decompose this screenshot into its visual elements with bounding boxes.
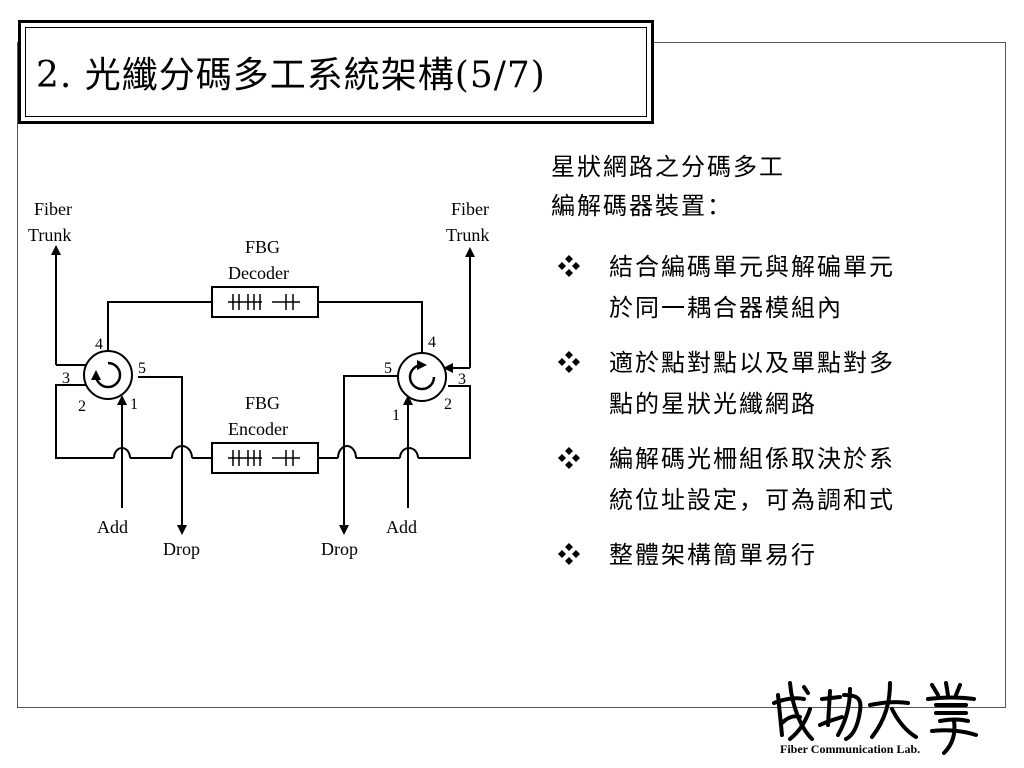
bullet-item: 整體架構簡單易行 <box>556 535 996 576</box>
right-port-2: 2 <box>444 396 452 413</box>
right-port-5: 5 <box>384 360 392 377</box>
bullet-item: 結合編碼單元與解碥單元 於同一耦合器模組內 <box>556 247 996 329</box>
hop-arc-drop-right <box>337 445 357 459</box>
decoder-loop-left <box>107 301 212 351</box>
left-port-5: 5 <box>138 360 146 377</box>
bullet-line: 適於點對點以及單點對多 <box>609 349 895 377</box>
encoder-label-1: FBG <box>245 393 280 413</box>
right-circulator-arrow <box>408 360 436 391</box>
intro-line-2: 編解碼器裝置： <box>551 192 733 220</box>
left-add-label: Add <box>97 517 128 537</box>
decoder-label-1: FBG <box>245 237 280 257</box>
right-trunk-label-2: Trunk <box>446 225 489 245</box>
intro-line-1: 星狀網路之分碼多工 <box>551 153 785 181</box>
bullet-list: 結合編碼單元與解碥單元 於同一耦合器模組內 適於點對點以及單點對多 點的星狀光纖… <box>556 247 996 590</box>
bullet-line: 結合編碼單元與解碥單元 <box>609 253 895 281</box>
left-port-1: 1 <box>130 396 138 413</box>
left-circulator-arrow <box>91 361 122 389</box>
bullet-line: 編解碼光柵組係取決於系 <box>609 445 895 473</box>
left-drop-label: Drop <box>163 539 200 559</box>
encoder-label-2: Encoder <box>228 419 288 439</box>
bullet-line: 於同一耦合器模組內 <box>609 294 843 322</box>
four-diamond-icon <box>558 255 580 277</box>
left-circulator <box>83 350 133 400</box>
right-drop-label: Drop <box>321 539 358 559</box>
logo-caption: Fiber Communication Lab. <box>780 742 921 756</box>
left-drop-line <box>138 376 187 535</box>
decoder-label-2: Decoder <box>228 263 289 283</box>
right-port-3: 3 <box>458 371 466 388</box>
left-port2-line <box>55 384 114 459</box>
right-port-1: 1 <box>392 407 400 424</box>
left-port-4: 4 <box>95 336 103 353</box>
fbg-encoder-box <box>211 442 319 474</box>
intro-text: 星狀網路之分碼多工 編解碼器裝置： <box>551 148 785 226</box>
decoder-loop-right <box>318 301 423 354</box>
title-inner-border: 2. 光纖分碼多工系統架構(5/7) <box>25 27 647 117</box>
left-trunk-label-2: Trunk <box>28 225 71 245</box>
right-port2-line <box>418 385 471 459</box>
four-diamond-icon <box>558 351 580 373</box>
right-port-4: 4 <box>428 334 436 351</box>
bullet-line: 統位址設定，可為調和式 <box>609 486 895 514</box>
bullet-item: 編解碼光柵組係取決於系 統位址設定，可為調和式 <box>556 439 996 521</box>
slide-title: 2. 光纖分碼多工系統架構(5/7) <box>36 55 546 96</box>
encoder-gratings <box>228 450 300 466</box>
left-port-2: 2 <box>78 398 86 415</box>
decoder-gratings <box>228 294 300 310</box>
right-drop-line <box>339 375 398 535</box>
bullet-line: 點的星狀光纖網路 <box>609 390 817 418</box>
right-trunk-label-1: Fiber <box>451 199 489 219</box>
left-port-3: 3 <box>62 370 70 387</box>
ncku-logo <box>772 681 978 755</box>
four-diamond-icon <box>558 447 580 469</box>
four-diamond-icon <box>558 543 580 565</box>
fbg-decoder-box <box>211 286 319 318</box>
title-box: 2. 光纖分碼多工系統架構(5/7) <box>18 20 654 124</box>
bullet-item: 適於點對點以及單點對多 點的星狀光纖網路 <box>556 343 996 425</box>
left-trunk-label-1: Fiber <box>34 199 72 219</box>
bullet-line: 整體架構簡單易行 <box>609 541 817 569</box>
right-add-label: Add <box>386 517 417 537</box>
right-circulator <box>397 352 447 402</box>
